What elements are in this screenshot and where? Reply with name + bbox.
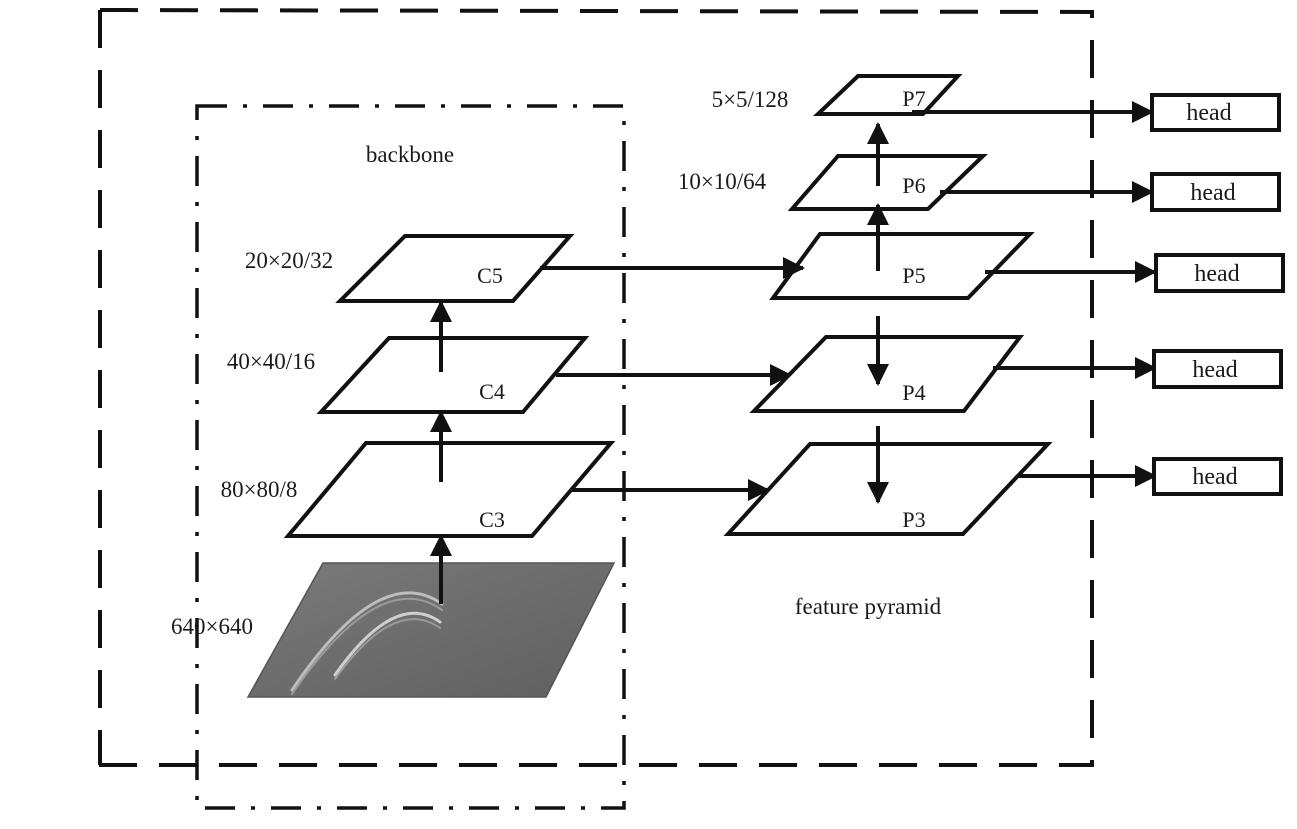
input-size-label: 640×640: [171, 614, 253, 639]
layer-c4: [316, 336, 590, 414]
layer-c5: [335, 234, 575, 303]
input-image-arcs: [290, 591, 444, 695]
layer-c3: [283, 441, 616, 538]
head-label-p3: head: [1192, 464, 1237, 490]
layer-p4: [749, 335, 1025, 413]
head-box-p5: [1154, 253, 1285, 293]
head-label-p4: head: [1192, 357, 1237, 383]
node-label-p7: P7: [902, 86, 925, 111]
backbone-label: backbone: [366, 142, 454, 167]
node-label-p4: P4: [902, 380, 925, 405]
layer-p3: [723, 442, 1053, 536]
layer-p6: [787, 154, 988, 211]
node-label-c3: C3: [479, 507, 505, 532]
size-label-p6: 10×10/64: [678, 169, 767, 194]
head-box-p4: [1152, 349, 1283, 389]
feature-pyramid-label: feature pyramid: [795, 594, 942, 619]
node-label-c5: C5: [477, 263, 503, 288]
node-label-c4: C4: [479, 379, 505, 404]
head-box-p7: [1150, 93, 1281, 132]
layer-p7: [812, 74, 963, 116]
size-label-p7: 5×5/128: [712, 87, 789, 112]
head-box-p3: [1152, 457, 1283, 496]
backbone-region-border: [195, 104, 626, 810]
head-label-p7: head: [1186, 100, 1231, 126]
size-label-c5: 20×20/32: [245, 248, 333, 273]
head-box-p6: [1150, 172, 1281, 212]
size-label-c3: 80×80/8: [221, 477, 298, 502]
node-label-p5: P5: [902, 263, 925, 288]
input-image: [246, 562, 616, 698]
node-label-p3: P3: [902, 507, 925, 532]
size-label-c4: 40×40/16: [227, 349, 315, 374]
head-label-p6: head: [1190, 180, 1235, 206]
feature-pyramid-region-border: [80, 8, 1094, 767]
node-label-p6: P6: [902, 173, 925, 198]
head-label-p5: head: [1194, 261, 1239, 287]
